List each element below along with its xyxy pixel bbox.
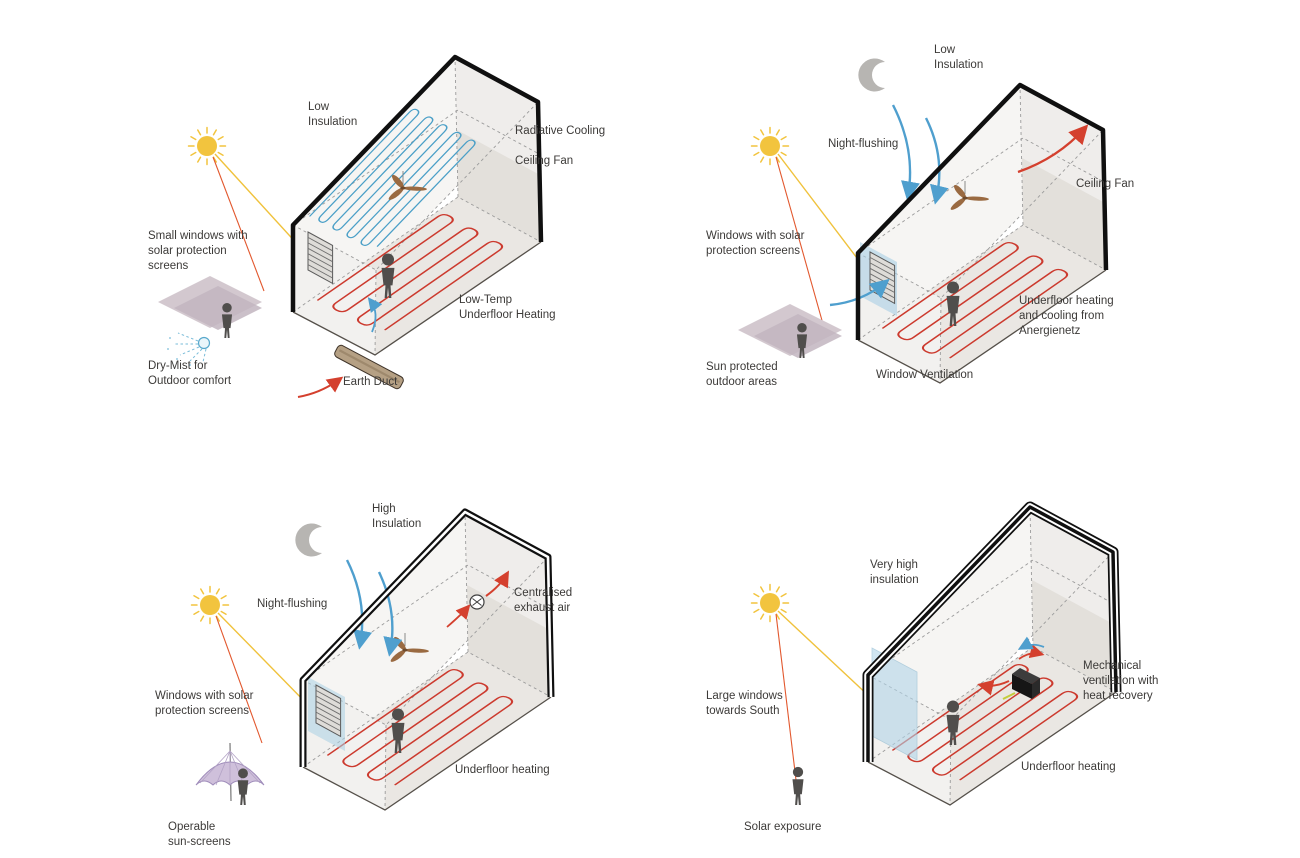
exhaust-air-arrow — [1017, 124, 1089, 174]
label-operable-sun-screens: Operable sun-screens — [168, 821, 231, 849]
moon-icon — [858, 58, 885, 92]
label-very-high-insulation: Very high insulation — [870, 559, 919, 587]
supply-air-arrow — [977, 679, 1010, 696]
ground-plane-shade — [174, 286, 262, 330]
sun-screen-umbrella — [195, 742, 265, 802]
label-night-flushing: Night-flushing — [828, 138, 899, 150]
outdoor-person-figure — [221, 303, 233, 338]
mvhr-unit — [1012, 668, 1040, 699]
night-flush-arrow — [924, 117, 949, 205]
exhaust-intake-arrow — [446, 604, 471, 628]
label-window-ventilation: Window Ventilation — [876, 369, 974, 381]
earth-duct — [334, 344, 404, 390]
solar-beam-blocked — [215, 615, 263, 744]
label-underfloor-anergienetz: Underfloor heating and cooling from Aner… — [1019, 295, 1114, 338]
label-windows-solar-screens: Windows with solar protection screens — [706, 230, 805, 258]
label-low-insulation: Low Insulation — [934, 44, 984, 72]
diagram-4-graphic — [750, 507, 1117, 806]
exhaust-out-arrow — [485, 570, 510, 597]
outdoor-person-figure — [237, 768, 249, 805]
label-radiative-cooling: Radiative Cooling — [515, 125, 606, 137]
outdoor-person-figure — [792, 766, 804, 805]
solar-beam — [777, 610, 872, 699]
label-large-windows-south: Large windows towards South — [706, 690, 783, 718]
label-night-flushing: Night-flushing — [257, 598, 328, 610]
earth-duct-intake-arrow — [297, 376, 344, 398]
night-flush-arrow — [377, 571, 403, 657]
moon-icon — [295, 523, 322, 557]
label-dry-mist: Dry-Mist for Outdoor comfort — [148, 360, 232, 388]
exhaust-fan-icon — [469, 594, 485, 610]
label-sun-protected-outdoor: Sun protected outdoor areas — [706, 361, 778, 389]
label-mechanical-ventilation: Mechanical ventilation with heat recover… — [1083, 660, 1159, 703]
night-flush-arrow — [345, 559, 373, 650]
label-solar-exposure: Solar exposure — [744, 821, 822, 833]
supply-air-arrow — [367, 297, 383, 333]
diagram-3-graphic — [190, 512, 552, 811]
heat-recovery-coil-mark — [1002, 692, 1016, 700]
label-earth-duct: Earth Duct — [343, 376, 398, 388]
label-underfloor-heating: Underfloor heating — [455, 764, 550, 776]
heat-recovery-warm-arrow — [1018, 644, 1045, 660]
label-windows-solar-screens: Windows with solar protection screens — [155, 690, 254, 718]
solar-beam-blocked — [775, 156, 824, 325]
label-small-windows: Small windows with solar protection scre… — [148, 230, 248, 273]
diagram-2-graphic — [738, 58, 1106, 384]
dry-mist-sprayer — [167, 332, 211, 366]
label-ceiling-fan: Ceiling Fan — [1076, 178, 1135, 190]
label-low-insulation: Low Insulation — [308, 101, 358, 129]
label-high-insulation: High Insulation — [372, 503, 422, 531]
heat-recovery-cool-arrow — [1017, 636, 1045, 650]
label-underfloor-heating: Low-Temp Underfloor Heating — [459, 294, 556, 322]
label-ceiling-fan: Ceiling Fan — [515, 155, 574, 167]
solar-beam-blocked — [212, 156, 265, 292]
diagram-1-graphic — [158, 57, 541, 398]
label-centralised-exhaust: Centralised exhaust air — [514, 587, 573, 615]
solar-beam — [217, 612, 311, 708]
night-flush-arrow — [891, 104, 920, 201]
label-underfloor-heating: Underfloor heating — [1021, 761, 1116, 773]
sun-icon — [750, 126, 790, 166]
solar-beam — [777, 153, 861, 263]
solar-beam-exposure — [775, 613, 797, 781]
